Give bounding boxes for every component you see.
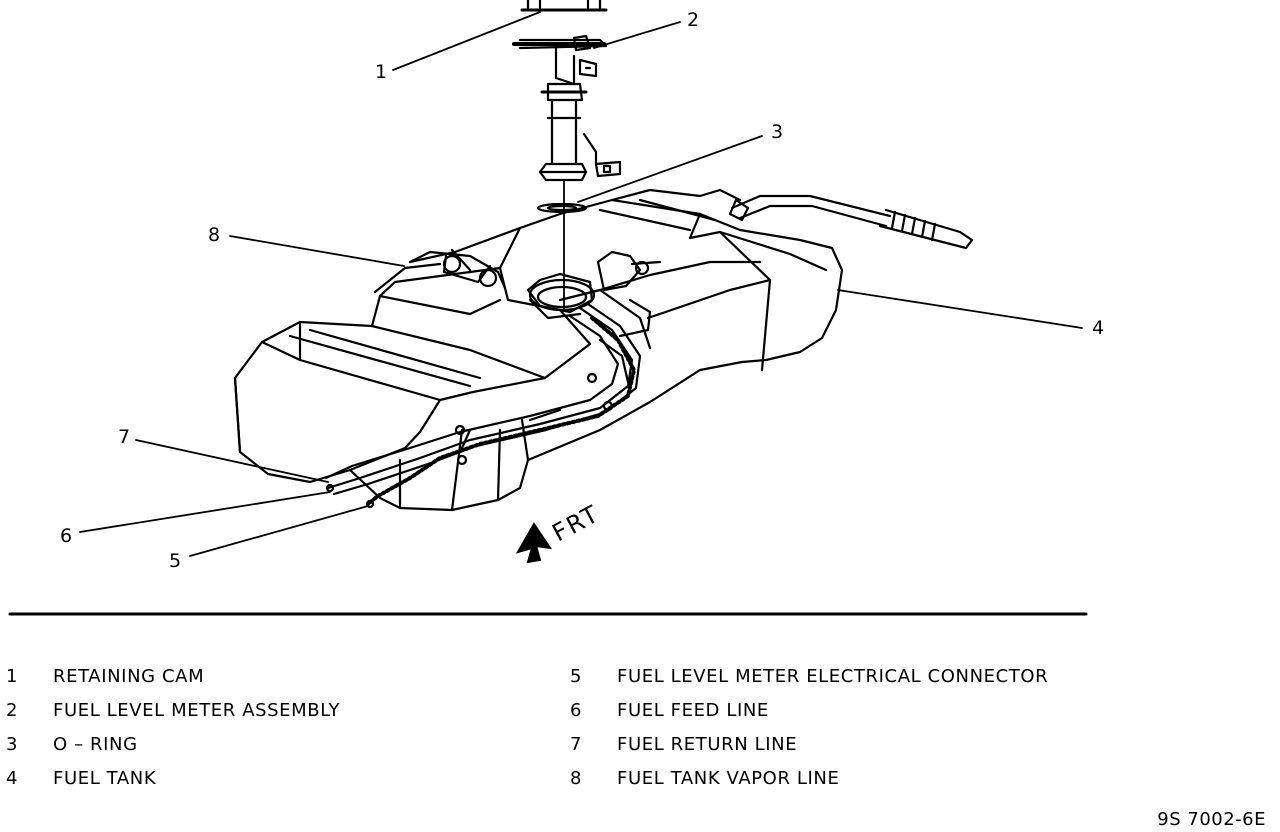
callout-4: 4 bbox=[1092, 317, 1104, 339]
callout-8: 8 bbox=[208, 224, 220, 246]
legend-label: O – RING bbox=[53, 734, 138, 755]
retaining-cam bbox=[520, 0, 608, 12]
figure-id: 9S 7002-6E bbox=[1157, 809, 1266, 830]
legend-label: FUEL LEVEL METER ELECTRICAL CONNECTOR bbox=[617, 666, 1049, 687]
fill-neck bbox=[728, 194, 974, 250]
legend-number: 5 bbox=[570, 666, 583, 687]
return-line-fitting bbox=[596, 250, 662, 292]
callout-3: 3 bbox=[771, 121, 783, 143]
legend-label: FUEL TANK bbox=[53, 768, 157, 789]
legend-label: RETAINING CAM bbox=[53, 666, 205, 687]
fuel-lines bbox=[324, 302, 642, 509]
fuel-level-meter-assembly bbox=[512, 34, 622, 311]
legend-number: 3 bbox=[6, 734, 19, 755]
legend-number: 6 bbox=[570, 700, 583, 721]
legend-number: 8 bbox=[570, 768, 583, 789]
legend-label: FUEL RETURN LINE bbox=[617, 734, 798, 755]
front-direction-arrow: FRT bbox=[515, 499, 605, 564]
vapor-line-fitting bbox=[373, 250, 507, 294]
legend-number: 4 bbox=[6, 768, 19, 789]
legend-number: 1 bbox=[6, 666, 19, 687]
legend-number: 7 bbox=[570, 734, 583, 755]
callout-2: 2 bbox=[687, 9, 699, 31]
legend-label: FUEL LEVEL METER ASSEMBLY bbox=[53, 700, 341, 721]
legend-label: FUEL FEED LINE bbox=[617, 700, 769, 721]
frt-label: FRT bbox=[548, 499, 605, 547]
callout-1: 1 bbox=[375, 61, 387, 83]
legend-number: 2 bbox=[6, 700, 19, 721]
legend-label: FUEL TANK VAPOR LINE bbox=[617, 768, 840, 789]
sender-opening bbox=[528, 278, 596, 312]
fuel-tank-diagram: FRT 1 2 3 4 5 6 7 8 bbox=[8, 0, 1104, 616]
fuel-tank bbox=[233, 188, 844, 512]
callout-6: 6 bbox=[60, 525, 72, 547]
callout-7: 7 bbox=[118, 426, 130, 448]
callout-5: 5 bbox=[169, 550, 181, 572]
o-ring bbox=[536, 202, 588, 214]
